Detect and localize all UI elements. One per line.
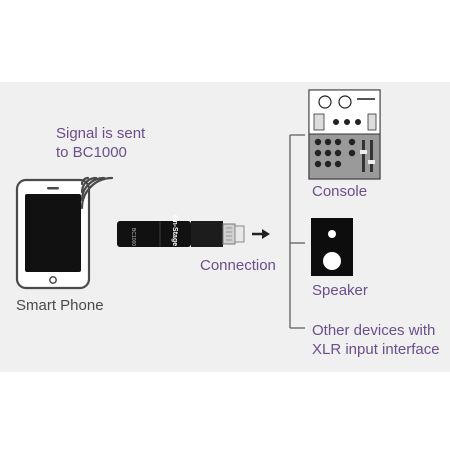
smart-phone-label: Smart Phone (16, 297, 104, 314)
signal-waves-icon (80, 176, 114, 210)
console-label: Console (312, 183, 368, 200)
device-brand-label: On-Stage (171, 215, 178, 247)
device-model-label: BC1000 (130, 228, 136, 247)
connection-label: Connection (200, 257, 276, 274)
other-devices-label-line1: Other devices with (312, 322, 436, 339)
signal-label-line1: Signal is sent (56, 125, 146, 142)
console-mixer-icon (308, 89, 381, 180)
arrow-right-icon (252, 229, 270, 239)
bluetooth-receiver-device (117, 221, 245, 247)
speaker-label: Speaker (312, 282, 368, 299)
smartphone-icon (15, 178, 91, 290)
other-devices-label-line2: XLR input interface (312, 341, 440, 358)
signal-label-line2: to BC1000 (56, 144, 127, 161)
connector-bracket (289, 134, 305, 329)
speaker-icon (311, 218, 353, 276)
